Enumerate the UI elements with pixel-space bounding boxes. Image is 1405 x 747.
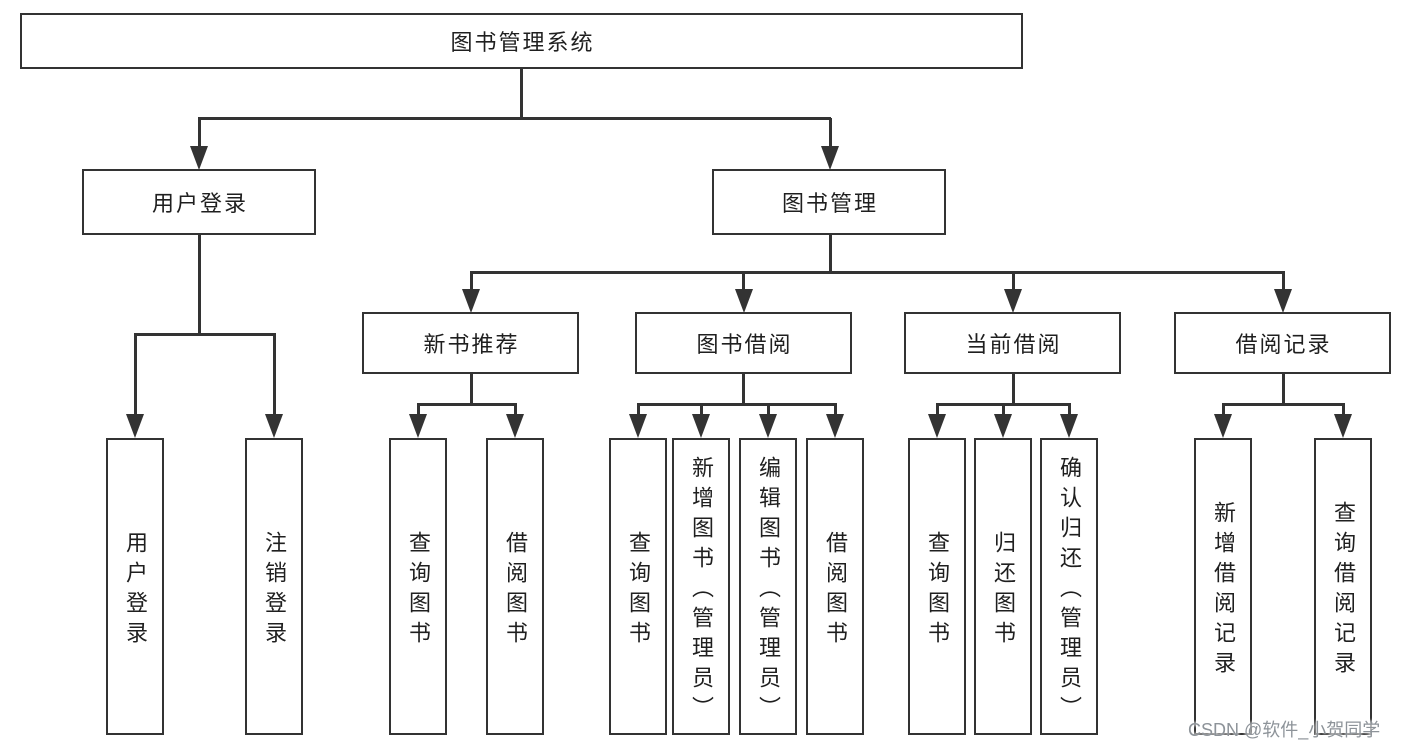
arrowhead-down-icon (821, 146, 839, 170)
connector-to-logout-leaf (272, 334, 276, 418)
node-library-system: 图书管理系统 (20, 13, 1023, 69)
node-leaf-edit-book-admin: 编辑图书（管理员） (739, 438, 797, 735)
node-leaf-edit-book-admin-label: 编辑图书（管理员） (756, 455, 781, 726)
connector-level3-bus (469, 271, 1285, 274)
node-leaf-query-books-current: 查询图书 (908, 438, 966, 735)
connector-to-user-login (197, 118, 201, 150)
connector-to-new-book (469, 272, 473, 294)
arrowhead-down-icon (265, 414, 283, 438)
arrowhead-down-icon (1004, 289, 1022, 313)
node-book-management-label: 图书管理 (781, 191, 878, 216)
node-leaf-query-books-current-label: 查询图书 (925, 530, 950, 651)
node-current-borrowing-label: 当前借阅 (965, 332, 1062, 357)
node-book-borrowing: 图书借阅 (635, 312, 852, 374)
node-leaf-confirm-return-admin-label: 确认归还（管理员） (1057, 455, 1082, 726)
arrowhead-down-icon (759, 414, 777, 438)
node-new-book-recommend-label: 新书推荐 (423, 332, 520, 357)
connector-to-book-management (828, 118, 832, 150)
connector-user-login-bus (133, 333, 276, 336)
node-leaf-query-books-borrow: 查询图书 (609, 438, 667, 735)
node-leaf-user-login-label: 用户登录 (123, 530, 148, 651)
connector-leaf-stem (1221, 404, 1225, 418)
node-leaf-query-books-recommend: 查询图书 (389, 438, 447, 735)
arrowhead-down-icon (126, 414, 144, 438)
arrowhead-down-icon (506, 414, 524, 438)
node-book-borrowing-label: 图书借阅 (696, 332, 793, 357)
node-book-management: 图书管理 (712, 169, 946, 235)
connector-book-borrow-bus (636, 403, 837, 406)
node-leaf-query-borrow-record: 查询借阅记录 (1314, 438, 1372, 735)
node-leaf-logout: 注销登录 (245, 438, 303, 735)
node-leaf-user-login: 用户登录 (106, 438, 164, 735)
connector-borrow-records-stem (1281, 374, 1285, 406)
arrowhead-down-icon (1214, 414, 1232, 438)
connector-leaf-stem (636, 404, 640, 418)
connector-leaf-stem (766, 404, 770, 418)
connector-leaf-stem (1341, 404, 1345, 418)
connector-to-login-leaf (133, 334, 137, 418)
node-user-login: 用户登录 (82, 169, 316, 235)
node-leaf-borrow-books: 借阅图书 (806, 438, 864, 735)
arrowhead-down-icon (994, 414, 1012, 438)
node-leaf-add-book-admin-label: 新增图书（管理员） (689, 455, 714, 726)
connector-leaf-stem (699, 404, 703, 418)
node-leaf-logout-label: 注销登录 (262, 530, 287, 651)
connector-level2-bus (197, 117, 831, 120)
node-leaf-confirm-return-admin: 确认归还（管理员） (1040, 438, 1098, 735)
node-leaf-borrow-books-recommend: 借阅图书 (486, 438, 544, 735)
arrowhead-down-icon (462, 289, 480, 313)
node-borrowing-records-label: 借阅记录 (1235, 332, 1332, 357)
connector-to-book-borrow (742, 272, 745, 294)
arrowhead-down-icon (1060, 414, 1078, 438)
node-leaf-add-book-admin: 新增图书（管理员） (672, 438, 730, 735)
node-leaf-borrow-books-recommend-label: 借阅图书 (503, 530, 528, 651)
node-user-login-label: 用户登录 (151, 191, 248, 216)
connector-to-borrow-records (1281, 272, 1285, 294)
connector-new-book-bus (416, 403, 517, 406)
connector-current-borrow-stem (1011, 374, 1015, 406)
node-leaf-return-books: 归还图书 (974, 438, 1032, 735)
arrowhead-down-icon (409, 414, 427, 438)
node-leaf-query-books-recommend-label: 查询图书 (406, 530, 431, 651)
node-library-system-label: 图书管理系统 (450, 30, 595, 55)
arrowhead-down-icon (928, 414, 946, 438)
connector-book-management-stem (828, 235, 832, 274)
node-leaf-query-borrow-record-label: 查询借阅记录 (1331, 500, 1356, 681)
node-current-borrowing: 当前借阅 (904, 312, 1121, 374)
arrowhead-down-icon (826, 414, 844, 438)
arrowhead-down-icon (1334, 414, 1352, 438)
connector-borrow-records-bus (1221, 403, 1345, 406)
connector-root-stem (519, 69, 523, 120)
connector-leaf-stem (935, 404, 939, 418)
arrowhead-down-icon (629, 414, 647, 438)
node-leaf-add-borrow-record-label: 新增借阅记录 (1211, 500, 1236, 681)
node-leaf-add-borrow-record: 新增借阅记录 (1194, 438, 1252, 735)
connector-new-book-stem (469, 374, 473, 406)
node-borrowing-records: 借阅记录 (1174, 312, 1391, 374)
node-leaf-return-books-label: 归还图书 (991, 530, 1016, 651)
node-new-book-recommend: 新书推荐 (362, 312, 579, 374)
connector-leaf-stem (1001, 404, 1005, 418)
arrowhead-down-icon (734, 289, 753, 313)
arrowhead-down-icon (1274, 289, 1292, 313)
node-leaf-query-books-borrow-label: 查询图书 (626, 530, 651, 651)
connector-leaf-stem (833, 404, 837, 418)
node-leaf-borrow-books-label: 借阅图书 (823, 530, 848, 651)
connector-leaf-stem (416, 404, 420, 418)
connector-to-current-borrow (1011, 272, 1015, 294)
arrowhead-down-icon (190, 146, 208, 170)
connector-leaf-stem (1067, 404, 1071, 418)
csdn-watermark: CSDN @软件_小贺同学 (1188, 720, 1381, 740)
connector-book-borrow-stem (742, 374, 745, 406)
connector-user-login-stem (197, 235, 201, 336)
arrowhead-down-icon (692, 414, 710, 438)
connector-leaf-stem (513, 404, 517, 418)
